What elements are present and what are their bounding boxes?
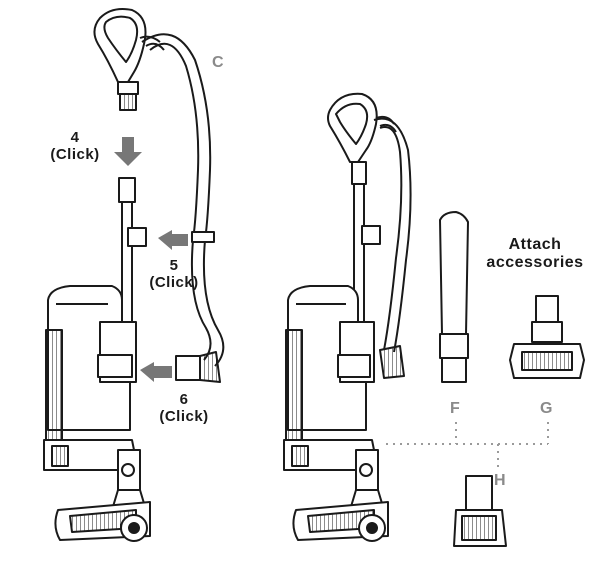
floor-nozzle xyxy=(54,449,151,542)
attach-line-1: Attach xyxy=(508,236,562,253)
turbo-tool xyxy=(453,475,507,547)
right-pod xyxy=(283,285,379,471)
wand xyxy=(118,177,147,323)
turbo-letter: H xyxy=(494,472,506,489)
right-vacuum xyxy=(283,92,412,542)
left-vacuum xyxy=(43,8,225,542)
step-5-label: 5 (Click) xyxy=(142,257,206,291)
hose-end xyxy=(175,351,221,383)
step-4-number: 4 xyxy=(70,129,80,146)
step-6-number: 6 xyxy=(179,391,189,408)
step-5-action: (Click) xyxy=(149,273,199,291)
right-hose xyxy=(373,115,412,379)
arrow-6-icon xyxy=(140,362,172,382)
arrow-4-icon xyxy=(114,137,142,166)
pod-body xyxy=(43,285,139,471)
step-5-number: 5 xyxy=(169,257,179,274)
brush-tool xyxy=(509,295,585,379)
step-4-label: 4 (Click) xyxy=(44,129,106,163)
right-handle xyxy=(327,92,378,185)
brush-letter: G xyxy=(540,400,553,417)
step-6-action: (Click) xyxy=(159,407,209,425)
hose-letter: C xyxy=(212,54,224,71)
hose xyxy=(139,33,225,367)
step-4-action: (Click) xyxy=(50,145,100,163)
crevice-tool xyxy=(439,211,469,383)
attach-accessories-label: Attach accessories xyxy=(476,236,594,271)
handle xyxy=(93,8,147,111)
step-arrows xyxy=(114,137,188,382)
step-6-label: 6 (Click) xyxy=(152,391,216,425)
right-floor-nozzle xyxy=(292,449,389,542)
crevice-letter: F xyxy=(450,400,460,417)
arrow-5-icon xyxy=(158,230,188,250)
attach-line-2: accessories xyxy=(486,253,584,271)
accessory-connectors xyxy=(386,422,549,470)
